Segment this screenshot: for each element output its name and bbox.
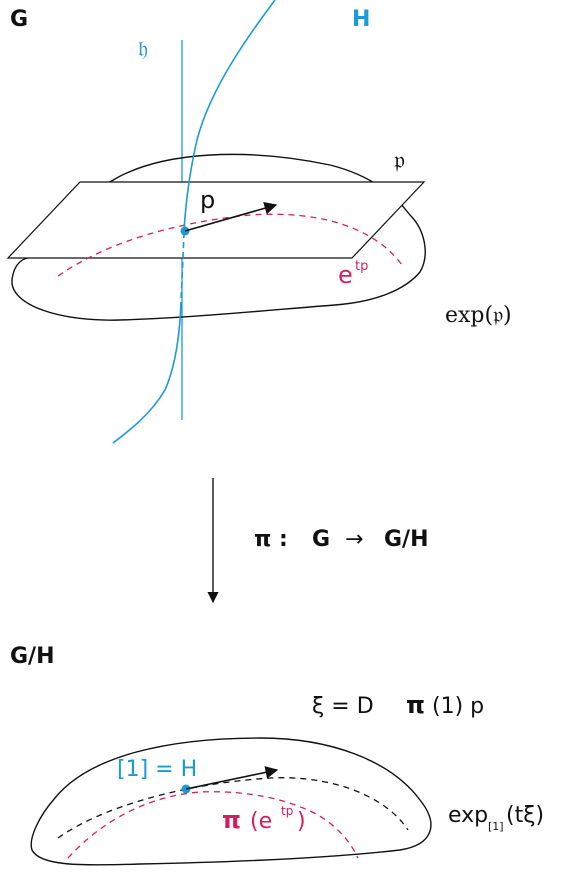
map-arrow-label: →: [345, 527, 363, 552]
label-e-tp-sup: tp: [355, 259, 368, 274]
map-G-label: G: [312, 527, 330, 552]
label-exp1-base: exp: [448, 803, 488, 828]
label-pi-e-tp-arg: (e: [250, 809, 272, 834]
label-G: G: [10, 7, 28, 32]
label-lie-algebra-h: 𝔥: [138, 37, 148, 62]
tangent-plane-p: [6, 181, 426, 259]
xi-definition-rhs: (1) p: [432, 694, 484, 719]
label-pi-e-tp-sup: tp: [281, 804, 293, 818]
xi-definition-pi: π: [406, 691, 425, 719]
label-H: H: [352, 7, 370, 32]
label-pi-e-tp-close: ): [297, 809, 306, 834]
label-vector-p: p: [200, 186, 215, 214]
tangent-vector-p: [184, 202, 278, 232]
label-coset-one: [1] = H: [117, 757, 197, 782]
curve-e-tp: [57, 213, 403, 277]
label-GH: G/H: [10, 644, 55, 669]
curve-exp-txi: [57, 777, 409, 839]
subgroup-H-curve-hidden: [180, 231, 185, 301]
label-pi-e-tp-pi: π: [222, 806, 241, 834]
label-plane-p: 𝔭: [394, 146, 405, 174]
quotient-surface: [30, 737, 432, 866]
exp-p-surface: [11, 153, 426, 321]
tangent-vector-xi: [185, 766, 279, 790]
curve-pi-e-tp: [67, 791, 359, 859]
xi-definition-lhs: ξ = D: [312, 694, 374, 719]
e-base: e: [338, 261, 353, 289]
subgroup-H-curve: [183, 0, 276, 231]
label-e-tp: e: [338, 261, 353, 289]
label-exp1-arg: (tξ): [506, 803, 544, 828]
subgroup-H-curve-lower: [112, 301, 182, 444]
map-GH-label: G/H: [384, 527, 429, 552]
map-pi-label: π :: [254, 527, 288, 552]
label-exp-p: exp(𝔭): [445, 303, 512, 328]
label-exp1-sub: [1]: [488, 820, 504, 833]
